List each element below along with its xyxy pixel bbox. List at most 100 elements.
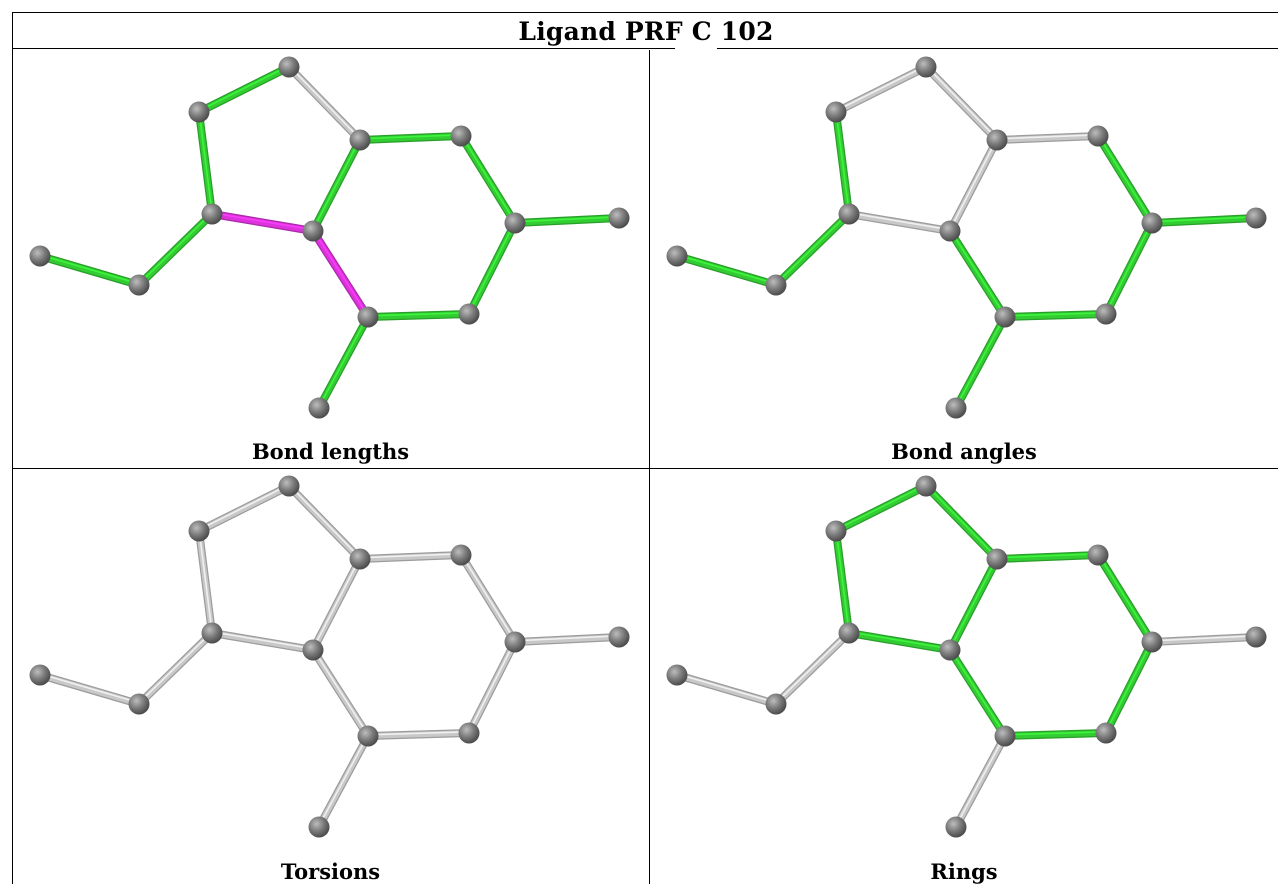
atom bbox=[1095, 303, 1117, 325]
bond bbox=[952, 732, 1009, 831]
atom bbox=[994, 725, 1016, 747]
bond bbox=[993, 132, 1102, 144]
atom bbox=[765, 693, 787, 715]
bond bbox=[832, 527, 853, 637]
bond bbox=[195, 482, 293, 535]
atom bbox=[504, 631, 526, 653]
bond bbox=[1094, 551, 1156, 646]
bond bbox=[946, 136, 1001, 235]
bond bbox=[1148, 633, 1260, 646]
atom bbox=[939, 220, 961, 242]
bond bbox=[356, 551, 465, 563]
title-divider-right bbox=[717, 48, 1278, 49]
atom bbox=[1141, 631, 1163, 653]
title-row: Ligand PRF C 102 bbox=[12, 12, 1278, 48]
bond bbox=[208, 629, 317, 654]
bond bbox=[135, 629, 216, 708]
atom bbox=[128, 693, 150, 715]
bond bbox=[208, 210, 317, 235]
atom bbox=[450, 125, 472, 147]
grid-line-row-divider bbox=[12, 468, 1278, 469]
panel-bond-lengths: Bond lengths bbox=[13, 50, 648, 468]
bond bbox=[36, 671, 143, 708]
atom bbox=[825, 520, 847, 542]
atom bbox=[838, 203, 860, 225]
bond bbox=[1148, 214, 1260, 227]
atom bbox=[302, 639, 324, 661]
atom bbox=[945, 397, 967, 419]
atom bbox=[188, 520, 210, 542]
bond bbox=[993, 551, 1102, 563]
bond bbox=[1102, 219, 1156, 318]
bond bbox=[772, 629, 853, 708]
atom bbox=[838, 622, 860, 644]
atom bbox=[1087, 125, 1109, 147]
atom bbox=[1245, 207, 1267, 229]
bond bbox=[946, 555, 1001, 654]
bond bbox=[315, 313, 372, 412]
atom bbox=[915, 56, 937, 78]
atom bbox=[302, 220, 324, 242]
bond bbox=[285, 63, 364, 144]
bond bbox=[832, 63, 930, 116]
bond bbox=[832, 482, 930, 535]
atom bbox=[504, 212, 526, 234]
atom bbox=[188, 101, 210, 123]
molecule-image-rings bbox=[666, 475, 1267, 838]
atom bbox=[915, 475, 937, 497]
atom bbox=[458, 722, 480, 744]
caption-bond-lengths: Bond lengths bbox=[251, 439, 410, 464]
bond bbox=[364, 729, 473, 740]
atom bbox=[608, 207, 630, 229]
page-title: Ligand PRF C 102 bbox=[518, 17, 774, 46]
grid-line-middle bbox=[649, 50, 650, 884]
bond bbox=[511, 214, 623, 227]
bond bbox=[457, 551, 519, 646]
bond bbox=[195, 63, 293, 116]
bond bbox=[36, 252, 143, 289]
bond bbox=[364, 310, 473, 321]
bond bbox=[832, 108, 853, 218]
molecule-image-bond-lengths bbox=[29, 56, 630, 419]
bond bbox=[465, 219, 519, 318]
panel-bond-angles: Bond angles bbox=[650, 50, 1278, 468]
bond bbox=[845, 629, 954, 654]
bond bbox=[922, 63, 1001, 144]
bond bbox=[922, 482, 1001, 563]
caption-rings: Rings bbox=[930, 859, 998, 884]
bond bbox=[135, 210, 216, 289]
grid-line-left bbox=[12, 12, 13, 884]
bond bbox=[315, 732, 372, 831]
atom bbox=[939, 639, 961, 661]
atom bbox=[994, 306, 1016, 328]
atom bbox=[608, 626, 630, 648]
atom bbox=[765, 274, 787, 296]
bond bbox=[673, 252, 780, 289]
atom bbox=[29, 664, 51, 686]
bond bbox=[946, 646, 1009, 740]
bond bbox=[309, 227, 372, 321]
atom bbox=[357, 725, 379, 747]
atom bbox=[349, 548, 371, 570]
atom bbox=[458, 303, 480, 325]
title-divider-left bbox=[12, 48, 675, 49]
bond bbox=[465, 638, 519, 737]
caption-bond-angles: Bond angles bbox=[891, 439, 1037, 464]
bond bbox=[1094, 132, 1156, 227]
atom bbox=[945, 816, 967, 838]
atom bbox=[308, 397, 330, 419]
atom bbox=[986, 548, 1008, 570]
bond bbox=[309, 555, 364, 654]
atom bbox=[29, 245, 51, 267]
atom bbox=[278, 475, 300, 497]
atom bbox=[666, 245, 688, 267]
bond bbox=[1102, 638, 1156, 737]
atom bbox=[1087, 544, 1109, 566]
atom bbox=[825, 101, 847, 123]
atom bbox=[308, 816, 330, 838]
bond bbox=[845, 210, 954, 235]
atom bbox=[278, 56, 300, 78]
atom bbox=[201, 203, 223, 225]
bond bbox=[195, 108, 216, 218]
